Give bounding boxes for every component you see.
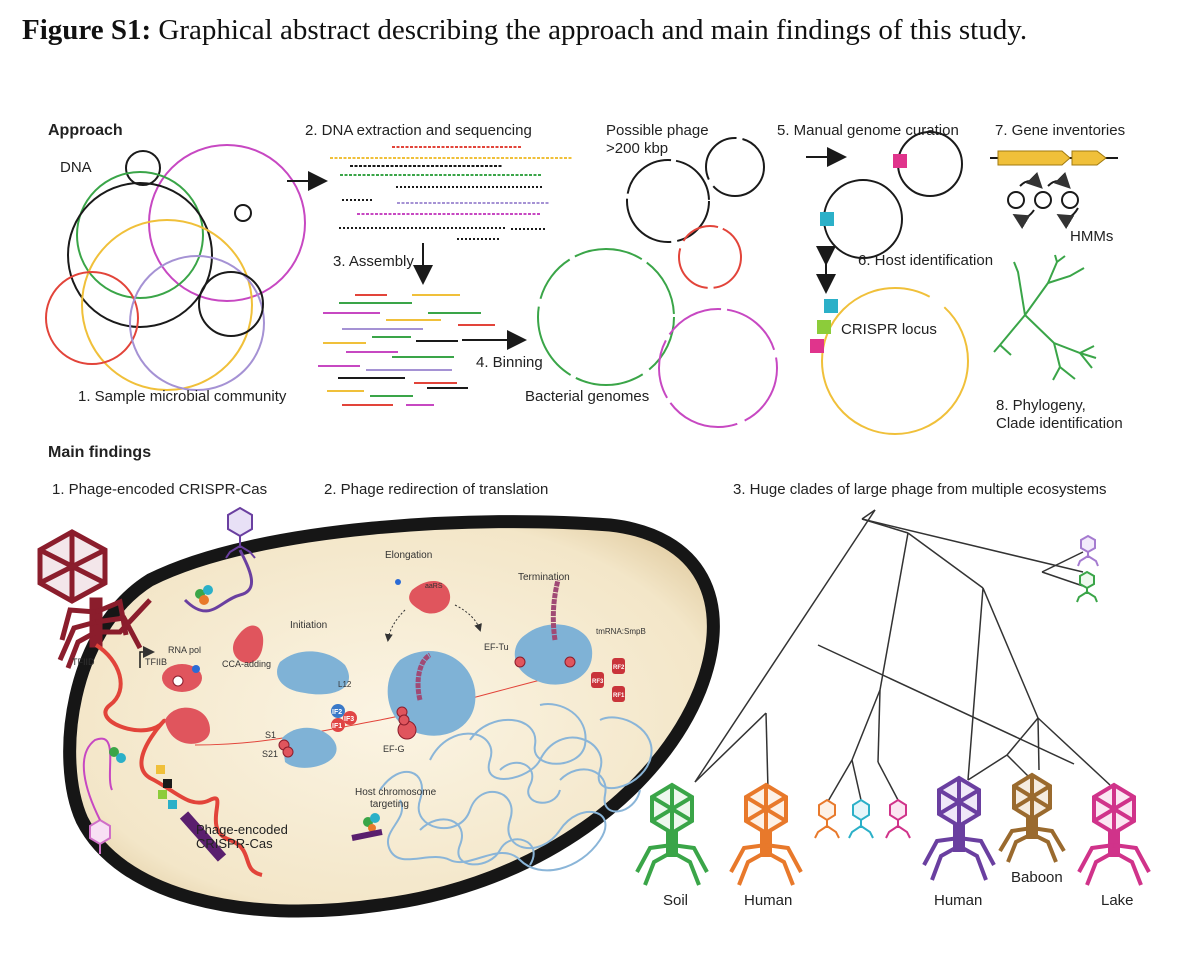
ef-tu-label: EF-Tu <box>484 642 509 652</box>
human-label-2: Human <box>934 892 982 909</box>
phage-with-crispr-icon <box>37 529 152 669</box>
assembly-label: 3. Assembly <box>333 253 414 270</box>
small-green-phage-icon <box>1076 570 1098 603</box>
curated-genomes <box>820 131 963 259</box>
figure-caption: Figure S1: Graphical abstract describing… <box>22 14 1027 47</box>
if2-label: IF2 <box>332 709 342 716</box>
possible-phage-label-2: >200 kbp <box>606 140 668 157</box>
host-chromosome-label-1: Host chromosome <box>355 787 437 798</box>
aars-enzyme <box>409 580 451 614</box>
small-subunit-init-2 <box>282 727 337 768</box>
crispr-complex-icon-2 <box>109 747 126 763</box>
s1-label: S1 <box>265 730 276 740</box>
mrna-strand <box>194 674 561 746</box>
s21-label: S21 <box>262 749 278 759</box>
hmm-icon <box>1007 171 1079 230</box>
soil-label: Soil <box>663 892 688 909</box>
injected-phage-dna <box>94 643 263 877</box>
initiation-factors: IF2 IF3 IF1 <box>331 704 357 732</box>
rna-pol-label: RNA pol <box>168 645 201 655</box>
possible-phage-label-1: Possible phage <box>606 122 709 139</box>
host-identification-label: 6. Host identification <box>858 252 993 269</box>
if1-label: IF1 <box>332 723 342 730</box>
baboon-label: Baboon <box>1011 869 1063 886</box>
ef-g-label: EF-G <box>383 744 405 754</box>
host-chromosome-label-2: targeting <box>370 799 409 810</box>
extraction-label: 2. DNA extraction and sequencing <box>305 122 532 139</box>
gene-inventories-label: 7. Gene inventories <box>995 122 1125 139</box>
rf2-label: RF2 <box>613 665 625 671</box>
cca-adding-enzyme <box>232 625 264 664</box>
assembled-contigs <box>318 294 495 406</box>
phylogeny-label-2: Clade identification <box>996 415 1123 432</box>
release-factors: RF3 RF2 RF1 <box>591 658 625 702</box>
binned-genomes <box>537 137 778 428</box>
microbial-community-circles <box>45 144 306 391</box>
lake-phage-icon <box>1077 782 1151 886</box>
crispr-cas-label-1: Phage-encoded <box>196 822 288 837</box>
finding-1-label: 1. Phage-encoded CRISPR-Cas <box>52 481 267 498</box>
pink-phage-dna <box>82 737 113 821</box>
l12-label: L12 <box>338 680 352 689</box>
aars-label: aaRS <box>425 583 443 590</box>
dna-label: DNA <box>60 159 92 176</box>
binning-label: 4. Binning <box>476 354 543 371</box>
purple-phage-icon <box>225 506 256 559</box>
terminated-peptide <box>550 579 561 641</box>
hmms-label: HMMs <box>1070 228 1113 245</box>
ribosome-elongation <box>387 651 476 736</box>
bacterial-genomes-label: Bacterial genomes <box>525 388 649 405</box>
pink-phage-icon <box>89 818 111 854</box>
elongation-label: Elongation <box>385 550 432 561</box>
ribosome-termination <box>514 624 593 685</box>
sample-label: 1. Sample microbial community <box>78 388 287 405</box>
nascent-peptide <box>415 652 432 701</box>
soil-phage-icon <box>635 782 709 886</box>
if3-label: IF3 <box>344 716 354 723</box>
crispr-locus-genome <box>810 287 969 435</box>
small-pink-phage-icon <box>885 798 911 839</box>
crispr-cas-label-2: CRISPR-Cas <box>196 836 273 851</box>
ribosome-red <box>165 707 210 744</box>
lake-label: Lake <box>1101 892 1134 909</box>
phylogenetic-tree <box>694 509 1111 804</box>
transcription-start-arrow <box>139 646 155 668</box>
tmrna-label: tmRNA:SmpB <box>596 627 646 636</box>
crispr-complex-icon <box>195 585 213 605</box>
tfiib-label: TFIIB <box>145 657 167 667</box>
termination-label: Termination <box>518 572 570 583</box>
phylogeny-icon <box>993 254 1097 381</box>
main-findings-title: Main findings <box>48 444 151 461</box>
rf3-label-a: RF3 <box>592 679 604 685</box>
crispr-cas-locus <box>156 765 227 862</box>
human-phage-icon-1 <box>729 782 803 886</box>
sequencing-reads <box>330 146 572 240</box>
approach-title: Approach <box>48 122 123 139</box>
rf1-label: RF1 <box>613 693 625 699</box>
small-subunit-init <box>277 651 350 695</box>
crispr-locus-label: CRISPR locus <box>841 321 937 338</box>
small-orange-phage-icon <box>814 798 840 839</box>
figure-caption-text: Graphical abstract describing the approa… <box>151 14 1028 46</box>
figure-label: Figure S1: <box>22 14 152 46</box>
small-lavender-phage-icon <box>1077 534 1099 567</box>
purple-phage-dna <box>183 549 254 613</box>
finding-3-label: 3. Huge clades of large phage from multi… <box>733 481 1107 498</box>
baboon-phage-icon <box>998 772 1066 863</box>
human-label-1: Human <box>744 892 792 909</box>
phylogeny-label-1: 8. Phylogeny, <box>996 397 1086 414</box>
tfiid-label: TFIID <box>72 657 95 667</box>
initiation-label: Initiation <box>290 620 327 631</box>
crispr-targeting-complex <box>351 813 383 841</box>
human-phage-icon-2 <box>922 775 996 881</box>
cca-adding-label: CCA-adding <box>222 659 271 669</box>
gene-arrows <box>990 150 1118 166</box>
small-blue-phage-icon <box>848 798 874 839</box>
host-chromosome <box>379 703 653 872</box>
finding-2-label: 2. Phage redirection of translation <box>324 481 548 498</box>
manual-curation-label: 5. Manual genome curation <box>777 122 959 139</box>
